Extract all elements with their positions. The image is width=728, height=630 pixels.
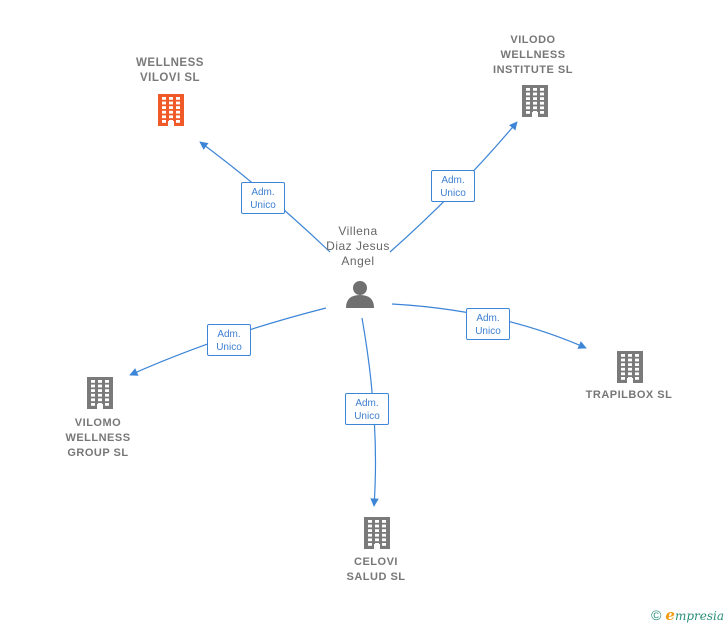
node-label-vilomo-wellness[interactable]: VILOMO WELLNESS GROUP SL <box>65 417 131 459</box>
building-icon[interactable] <box>158 94 184 126</box>
copyright-symbol: © <box>651 607 662 623</box>
node-label-celovi-salud[interactable]: CELOVI SALUD SL <box>346 556 406 583</box>
building-icon[interactable] <box>364 517 390 549</box>
edge-badge-role: Adm. <box>476 313 500 324</box>
brand-watermark: © empresia <box>651 606 724 624</box>
building-icon[interactable] <box>617 351 643 383</box>
edge-badge-role: Adm. <box>441 175 465 186</box>
building-icon[interactable] <box>522 85 548 117</box>
edge-badge-wellness-vilovi[interactable]: Adm. Unico <box>241 182 285 214</box>
edge-badge-type: Unico <box>354 411 380 422</box>
edge-badge-type: Unico <box>216 342 242 353</box>
brand-initial: e <box>665 606 675 624</box>
building-icon[interactable] <box>87 377 113 409</box>
edge-badge-type: Unico <box>250 200 276 211</box>
node-label-vilodo-wellness[interactable]: VILODO WELLNESS INSTITUTE SL <box>493 34 573 76</box>
edge-badge-role: Adm. <box>217 329 241 340</box>
center-person-label[interactable]: Villena Diaz Jesus Angel <box>326 224 390 268</box>
person-icon[interactable] <box>346 281 374 308</box>
brand-name: mpresia <box>674 609 724 623</box>
edge-badge-type: Unico <box>475 326 501 337</box>
edge-badge-vilodo-wellness[interactable]: Adm. Unico <box>431 170 475 202</box>
edge-badge-role: Adm. <box>355 398 379 409</box>
edge-badge-trapilbox[interactable]: Adm. Unico <box>466 308 510 340</box>
node-label-trapilbox[interactable]: TRAPILBOX SL <box>585 389 673 401</box>
edge-badge-vilomo-wellness[interactable]: Adm. Unico <box>207 324 251 356</box>
edge-badge-role: Adm. <box>251 187 275 198</box>
node-label-wellness-vilovi[interactable]: WELLNESS VILOVI SL <box>136 57 204 84</box>
edge-badge-type: Unico <box>440 188 466 199</box>
edge-badge-celovi-salud[interactable]: Adm. Unico <box>345 393 389 425</box>
